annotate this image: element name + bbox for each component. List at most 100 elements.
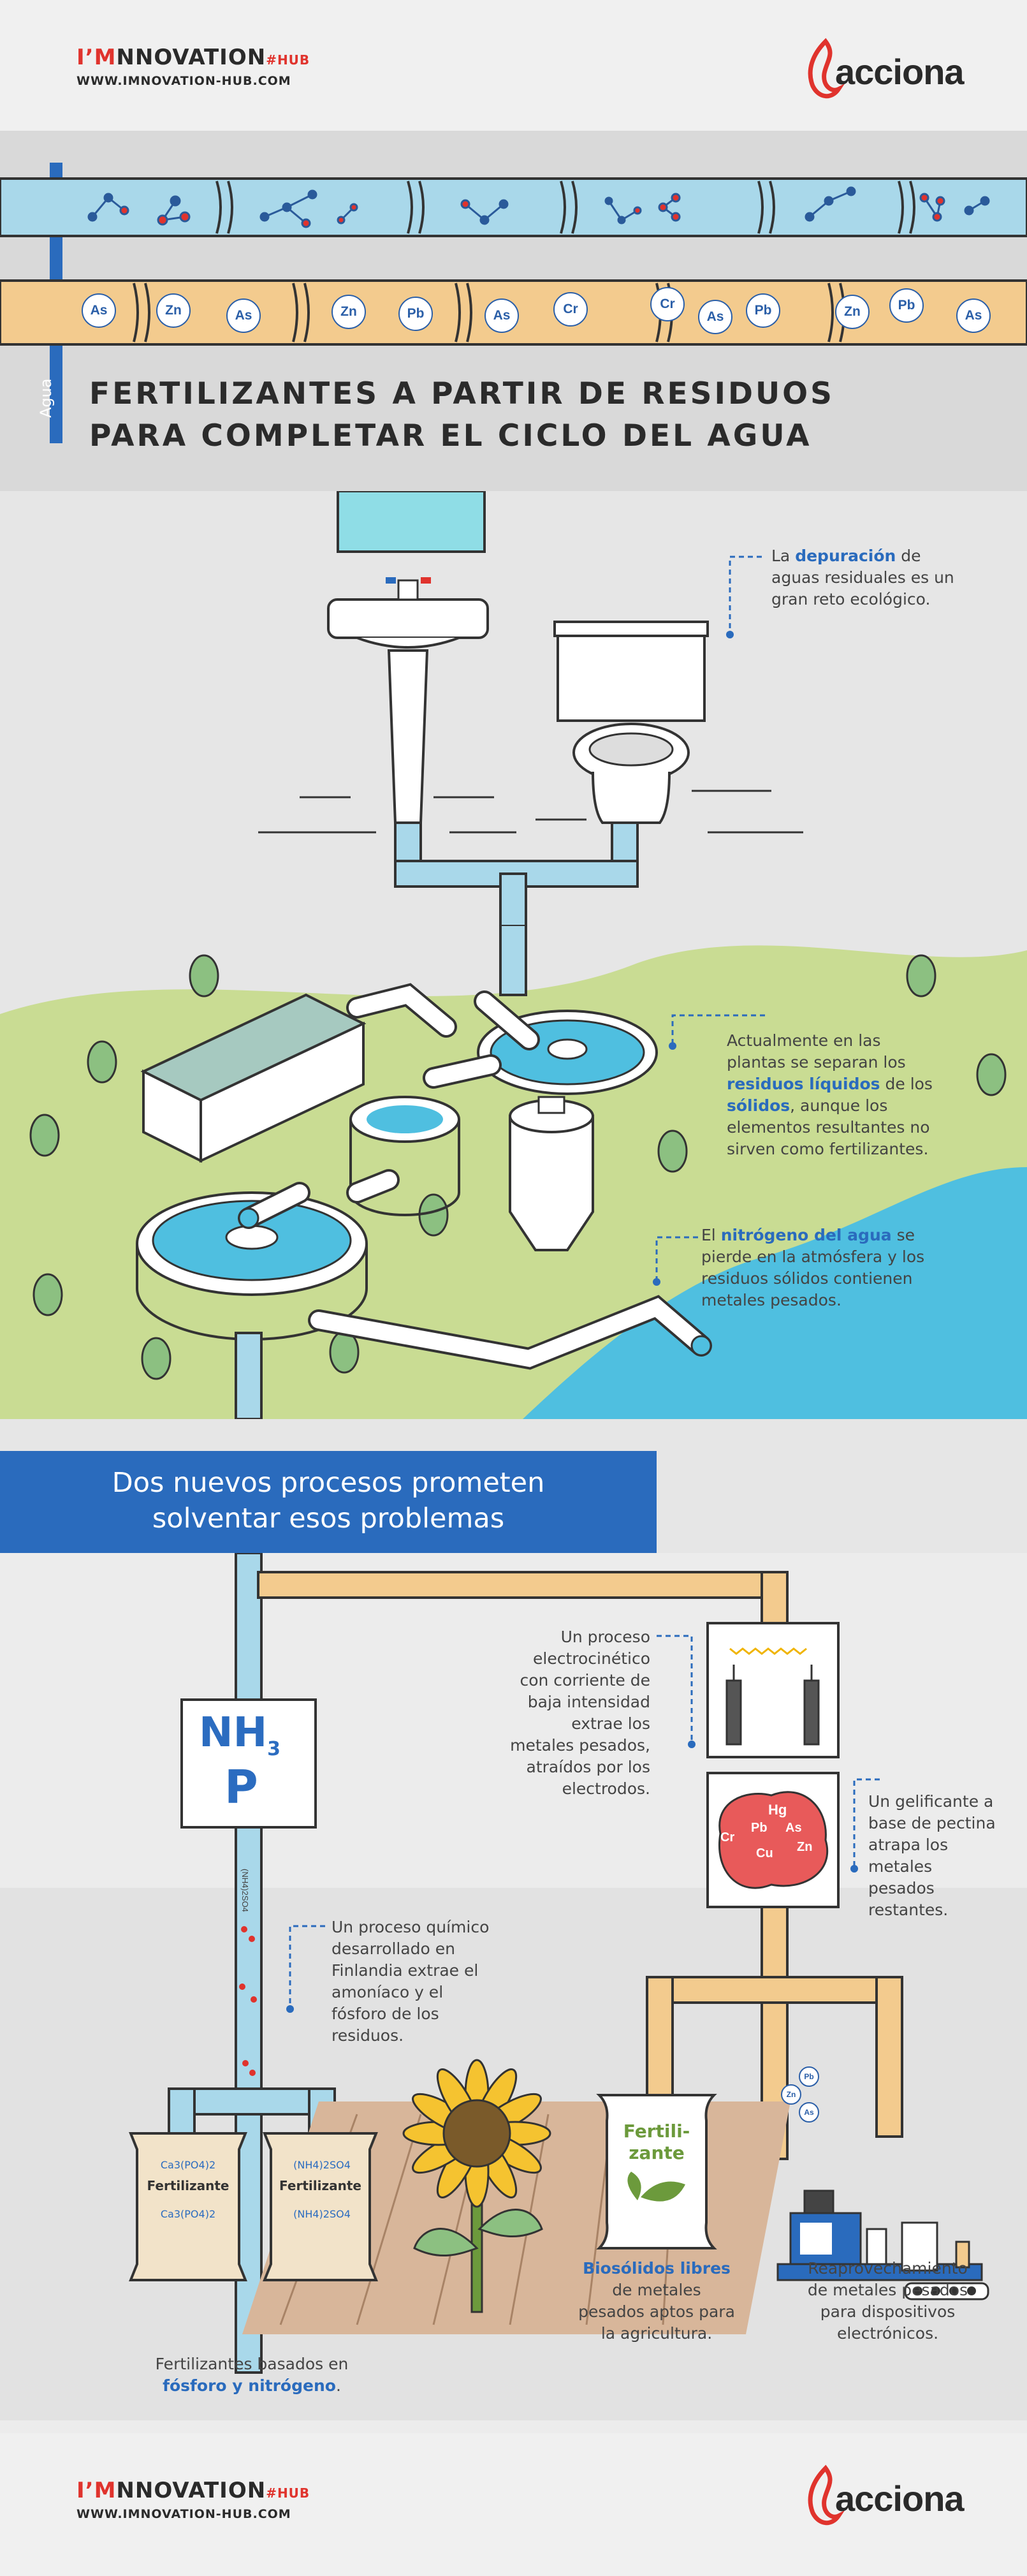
page-title: FERTILIZANTES A PARTIR DE RESIDUOS PARA …	[89, 373, 834, 457]
element-chip: Pb	[398, 297, 433, 331]
footer	[0, 2433, 1027, 2576]
callout-line-icon	[669, 1014, 765, 1050]
sack-right-label: Fertilizante	[279, 2178, 361, 2193]
pipe-label: (NH4)2SO4	[240, 1869, 250, 1912]
brand-url-top[interactable]: WWW.IMNOVATION-HUB.COM	[76, 74, 291, 88]
gel-metal: Hg	[768, 1802, 787, 1818]
gel-metal: Zn	[797, 1840, 813, 1854]
sack-big-label: Fertili-zante	[623, 2121, 690, 2163]
element-chip: As	[956, 298, 991, 333]
sack-left-formula-top: Ca3(PO4)2	[160, 2159, 216, 2171]
household-section	[0, 491, 1027, 925]
note-plantas-p1: Actualmente en las plantas se separan lo…	[727, 1031, 906, 1071]
brand-rest: NNOVATION	[116, 2478, 266, 2503]
sunflower-icon	[402, 2059, 551, 2313]
factory-device-icon	[776, 2190, 989, 2300]
brand-logo-bottom[interactable]: I’MNNOVATION#HUB WWW.IMNOVATION-HUB.COM	[76, 2478, 310, 2521]
element-chip: As	[82, 293, 116, 328]
element-chip: As	[226, 298, 261, 333]
banner: Dos nuevos procesos prometen solventar e…	[0, 1451, 657, 1553]
note-basados-bold: fósforo y nitrógeno	[163, 2376, 336, 2395]
brand-url-bottom[interactable]: WWW.IMNOVATION-HUB.COM	[76, 2507, 291, 2521]
callout-line-icon	[850, 1778, 880, 1873]
note-quimico: Un proceso químico desarrollado en Finla…	[331, 1918, 490, 2045]
sack-right-formula-bottom: (NH4)2SO4	[293, 2208, 351, 2220]
note-plantas-b2: sólidos	[727, 1096, 790, 1115]
note-biosolidos: Biosólidos libres de metales pesados apt…	[577, 2258, 736, 2344]
note-plantas-p3: , aunque los elementos resultantes no si…	[727, 1096, 930, 1158]
acciona-word-bottom: acciona	[835, 2478, 965, 2519]
nh-sub: 3	[267, 1737, 280, 1760]
nh3-label: NH3	[199, 1709, 280, 1760]
brand-hashtag: #HUB	[266, 2485, 310, 2501]
process-illustration	[129, 1553, 989, 2374]
brand-hashtag: #HUB	[266, 52, 310, 68]
note-basados-post: .	[335, 2376, 341, 2395]
element-chip: Zn	[331, 295, 366, 329]
brand-rest: NNOVATION	[116, 45, 266, 70]
note-depuracion-post: de aguas residuales es un gran reto ecol…	[771, 547, 954, 608]
title-line-1: FERTILIZANTES A PARTIR DE RESIDUOS	[89, 376, 834, 411]
element-chip: As	[484, 298, 519, 333]
note-biosolidos-bold: Biosólidos libres	[583, 2259, 731, 2278]
household-illustration	[258, 491, 803, 925]
brand-logo-top[interactable]: I’MNNOVATION#HUB WWW.IMNOVATION-HUB.COM	[76, 45, 310, 88]
note-plantas-p2: de los	[880, 1075, 933, 1093]
brand-prefix: I’M	[76, 2478, 117, 2503]
tree-icons	[29, 954, 1007, 1380]
note-depuracion-bold: depuración	[795, 547, 896, 565]
element-chip: Zn	[156, 293, 191, 328]
element-chip: Cr	[650, 287, 685, 321]
callout-line-icon	[286, 1925, 325, 2013]
acciona-mark-icon	[808, 38, 845, 99]
banner-text: Dos nuevos procesos prometen solventar e…	[0, 1451, 657, 1536]
note-basados-pre: Fertilizantes basados en	[155, 2355, 349, 2373]
top-header	[0, 0, 1027, 131]
plant-illustration	[0, 925, 1027, 1419]
element-chip: As	[698, 300, 732, 334]
note-biosolidos-post: de metales pesados aptos para la agricul…	[578, 2281, 735, 2343]
callout-line-icon	[653, 1236, 698, 1286]
note-reaprov: Reaprovechamiento de metales pesados par…	[807, 2259, 968, 2343]
acciona-logo-bottom[interactable]: acciona	[800, 2462, 966, 2532]
note-plantas-b1: residuos líquidos	[727, 1075, 880, 1093]
note-plantas: Actualmente en las plantas se separan lo…	[727, 1030, 937, 1160]
element-chip: Zn	[835, 295, 870, 329]
device-metal-chip: Zn	[781, 2084, 801, 2105]
element-chip: Pb	[746, 293, 780, 328]
p-label: P	[224, 1760, 258, 1814]
banner-line-2: solventar esos problemas	[152, 1503, 505, 1535]
sack-left-label: Fertilizante	[147, 2178, 229, 2193]
category-label: Agua	[37, 378, 55, 418]
title-line-2: PARA COMPLETAR EL CICLO DEL AGUA	[89, 418, 812, 453]
banner-line-1: Dos nuevos procesos prometen	[112, 1467, 545, 1499]
brand-prefix: I’M	[76, 45, 117, 70]
sack-right-formula-top: (NH4)2SO4	[293, 2159, 351, 2171]
note-electro: Un proceso electrocinético con corriente…	[510, 1628, 650, 1798]
acciona-mark-icon	[808, 2464, 845, 2526]
gel-metal: Cu	[756, 1846, 773, 1860]
element-chip: Cr	[553, 292, 588, 327]
pipes-illustration	[0, 177, 1027, 346]
gel-metal: Pb	[751, 1821, 768, 1835]
gel-metal: Cr	[720, 1830, 735, 1844]
device-metal-chip: Pb	[799, 2066, 819, 2087]
nh-text: NH	[199, 1709, 268, 1756]
note-depuracion: La depuración de aguas residuales es un …	[771, 545, 956, 610]
note-basados: Fertilizantes basados en fósforo y nitró…	[147, 2353, 357, 2397]
callout-line-icon	[726, 556, 762, 638]
molecules	[87, 186, 990, 228]
note-gelificante: Un gelificante a base de pectina atrapa …	[868, 1792, 996, 1919]
acciona-logo-top[interactable]: acciona	[800, 35, 966, 105]
callout-line-icon	[657, 1635, 696, 1748]
acciona-word-top: acciona	[835, 52, 965, 92]
note-depuracion-pre: La	[771, 547, 796, 565]
note-nitrogeno-post: se pierde en la atmósfera y los residuos…	[701, 1226, 925, 1309]
element-chip: Pb	[889, 288, 924, 323]
device-metal-chip: As	[799, 2102, 819, 2123]
sack-left-formula-bottom: Ca3(PO4)2	[160, 2208, 216, 2220]
note-nitrogeno: El nitrógeno del agua se pierde en la at…	[701, 1225, 928, 1311]
note-nitrogeno-bold: nitrógeno del agua	[720, 1226, 892, 1244]
gel-metal: As	[785, 1821, 802, 1835]
note-nitrogeno-pre: El	[701, 1226, 721, 1244]
